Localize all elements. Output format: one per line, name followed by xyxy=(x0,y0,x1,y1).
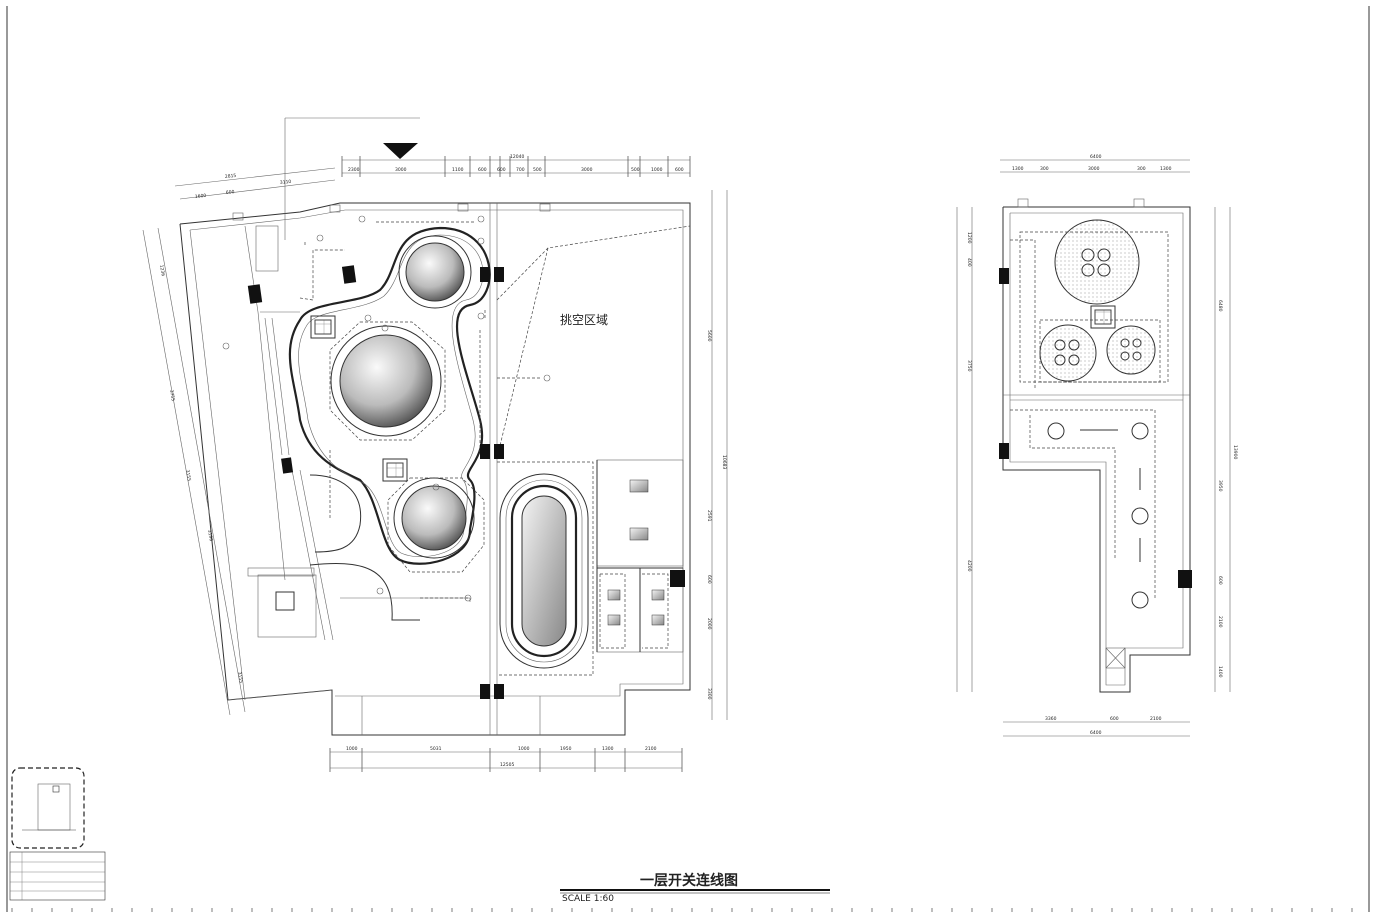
left-top-dim: 1000 xyxy=(651,167,663,173)
right-right-dim: 2100 xyxy=(1217,616,1223,628)
left-bottom-total: 12505 xyxy=(500,762,514,768)
right-left-dim: 400 xyxy=(966,258,972,267)
dotted-dome-left xyxy=(1039,324,1097,382)
left-right-dim: 10683 xyxy=(721,455,727,469)
left-right-dim: 2000 xyxy=(706,618,712,630)
right-floor-plan: 6400 1300 300 3000 300 1300 3360 600 210… xyxy=(956,154,1238,737)
drawing-scale: SCALE 1:60 xyxy=(562,894,614,904)
left-right-dim: 600 xyxy=(706,575,712,584)
right-left-dim: 3750 xyxy=(966,360,972,372)
left-top-slant-dim: 3110 xyxy=(280,179,292,186)
right-left-dim: 4200 xyxy=(966,560,972,572)
left-top-dim: 2300 xyxy=(348,167,360,173)
left-top-dim: 3000 xyxy=(395,167,407,173)
left-bottom-dim: 2100 xyxy=(645,746,657,752)
right-top-dim: 3000 xyxy=(1088,166,1100,172)
left-side-dim: 1236 xyxy=(158,264,166,276)
right-top-dim: 1300 xyxy=(1012,166,1024,172)
left-top-dim: 3000 xyxy=(581,167,593,173)
left-top-dim: 500 xyxy=(631,167,640,173)
right-right-dim: 1400 xyxy=(1217,666,1223,678)
left-top-dim: 600 xyxy=(478,167,487,173)
tiled-block-left xyxy=(257,574,317,638)
left-bottom-dim: 5031 xyxy=(430,746,442,752)
left-top-dim: 600 xyxy=(497,167,506,173)
left-bottom-dim: 1000 xyxy=(518,746,530,752)
racetrack-outer xyxy=(499,473,589,669)
racetrack-mirror xyxy=(521,495,567,647)
right-right-dim: 6480 xyxy=(1217,300,1223,312)
drawing-title: 一层开关连线图 xyxy=(640,872,738,889)
right-bottom-dim: 2100 xyxy=(1150,716,1162,722)
left-bottom-dim: 1950 xyxy=(560,746,572,752)
right-top-total: 6400 xyxy=(1090,154,1102,160)
left-right-dim: 3300 xyxy=(706,688,712,700)
left-top-slant-dim: 1600 xyxy=(195,193,207,200)
void-area-label: 挑空区域 xyxy=(560,313,608,327)
right-bottom-dim: 600 xyxy=(1110,716,1119,722)
left-top-dim: 700 xyxy=(516,167,525,173)
right-left-dim: 1200 xyxy=(966,232,972,244)
right-right-dim: 3950 xyxy=(1217,480,1223,492)
ac-vent-3 xyxy=(1090,305,1116,329)
sheet-bottom-ruler xyxy=(11,908,1353,912)
dotted-dome-large xyxy=(1054,219,1140,305)
left-side-dim: 3155 xyxy=(236,671,244,683)
round-mirror-center xyxy=(339,334,433,428)
right-plan-outer-wall xyxy=(1002,206,1191,693)
dotted-dome-right xyxy=(1106,325,1156,375)
left-top-dim: 600 xyxy=(675,167,684,173)
left-right-dim: 5600 xyxy=(706,330,712,342)
left-right-dim: 2591 xyxy=(706,510,712,522)
left-top-slant-dim: 600 xyxy=(226,189,235,196)
right-top-dim: 300 xyxy=(1137,166,1146,172)
left-top-slant-dim: 2815 xyxy=(225,173,237,180)
switch-legend-table xyxy=(9,851,106,901)
right-bottom-dim: 3360 xyxy=(1045,716,1057,722)
left-side-dim: 3196 xyxy=(206,529,214,541)
left-side-dim: 3155 xyxy=(184,469,192,481)
tiled-room-top xyxy=(596,459,684,567)
left-bottom-dim: 1300 xyxy=(602,746,614,752)
switch-install-note xyxy=(11,767,85,849)
right-right-dim: 600 xyxy=(1217,576,1223,585)
left-floor-plan: 挑空区域 12040 2300 3000 1100 600 600 700 50… xyxy=(142,117,728,772)
left-top-dim: 1100 xyxy=(452,167,464,173)
round-mirror-bottom xyxy=(401,485,467,551)
ac-vent-2 xyxy=(382,458,408,482)
left-side-dim: 3755 xyxy=(168,389,176,401)
left-top-total: 12040 xyxy=(510,154,524,160)
left-top-dim: 500 xyxy=(533,167,542,173)
left-bottom-dim: 1000 xyxy=(346,746,358,752)
right-right-dim: 13900 xyxy=(1232,445,1238,459)
right-top-dim: 300 xyxy=(1040,166,1049,172)
round-mirror-top xyxy=(405,242,465,302)
north-arrow-icon xyxy=(383,143,418,159)
right-bottom-total: 6400 xyxy=(1090,730,1102,736)
ac-vent-1 xyxy=(310,315,336,339)
right-top-dim: 1300 xyxy=(1160,166,1172,172)
